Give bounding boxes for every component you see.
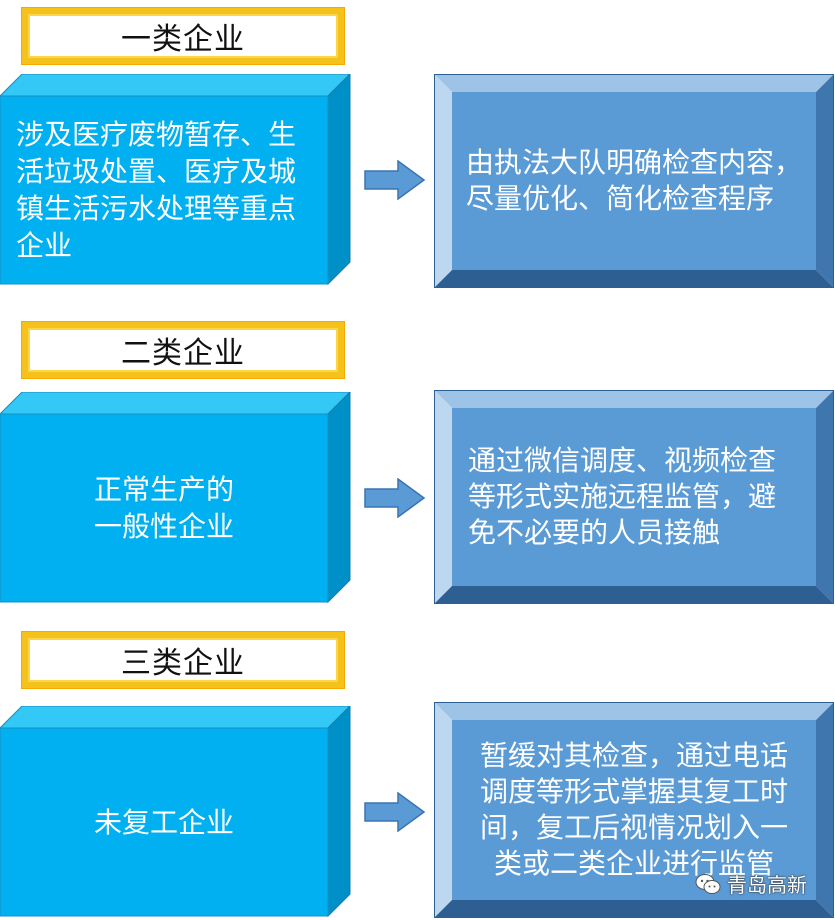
target-text-1: 涉及医疗废物暂存、生 活垃圾处置、医疗及城 镇生活污水处理等重点 企业 — [16, 102, 322, 278]
bevel-shape-3 — [434, 702, 834, 918]
target-line: 正常生产的 — [93, 473, 234, 506]
watermark-text: 青岛高新 — [727, 873, 807, 897]
target-cube-1: 涉及医疗废物暂存、生 活垃圾处置、医疗及城 镇生活污水处理等重点 企业 — [0, 74, 352, 286]
measure-text-2: 通过微信调度、视频检查 等形式实施远程监管，避 免不必要的人员接触 — [468, 416, 818, 578]
measure-line: 通过微信调度、视频检查 — [468, 444, 777, 477]
target-line: 未复工企业 — [93, 805, 234, 839]
measure-line: 调度等形式掌握其复工时 — [479, 775, 788, 808]
bevel-shape-1 — [434, 74, 834, 288]
measure-line: 等形式实施远程监管，避 — [468, 480, 777, 513]
target-line: 镇生活污水处理等重点 — [16, 192, 297, 225]
measure-box-2: 通过微信调度、视频检查 等形式实施远程监管，避 免不必要的人员接触 — [434, 390, 834, 604]
category-label-1: 一类企业 — [121, 22, 245, 57]
category-tab-2: 二类企业 — [22, 322, 344, 378]
target-text-2: 正常生产的 一般性企业 — [0, 420, 328, 596]
cube-shape-3 — [0, 706, 351, 918]
category-tab-3: 三类企业 — [22, 632, 344, 688]
measure-line: 间，复工后视情况划入一 — [479, 811, 788, 844]
watermark: 青岛高新 — [695, 869, 807, 898]
cube-shape-2 — [0, 392, 351, 604]
measure-line: 由执法大队明确检查内容， — [466, 146, 803, 179]
arrow-right-icon-2 — [364, 478, 426, 518]
measure-line: 暂缓对其检查，通过电话 — [479, 739, 788, 772]
cube-shape-1 — [0, 74, 351, 286]
target-line: 涉及医疗废物暂存、生 — [16, 118, 297, 151]
measure-text-3: 暂缓对其检查，通过电话 调度等形式掌握其复工时 间，复工后视情况划入一 类或二类… — [452, 728, 816, 892]
category-tab-1: 一类企业 — [22, 8, 344, 64]
category-label-3: 三类企业 — [121, 646, 245, 681]
measure-text-1: 由执法大队明确检查内容， 尽量优化、简化检查程序 — [466, 100, 816, 262]
target-line: 企业 — [16, 229, 73, 262]
arrow-right-icon-3 — [364, 792, 426, 832]
bevel-shape-2 — [434, 390, 834, 604]
target-line: 活垃圾处置、医疗及城 — [16, 155, 297, 188]
wechat-icon — [695, 873, 721, 894]
arrow-right-icon-1 — [364, 160, 426, 200]
measure-line: 类或二类企业进行监管 — [493, 847, 774, 880]
measure-line: 免不必要的人员接触 — [468, 516, 721, 549]
target-text-3: 未复工企业 — [0, 734, 328, 910]
measure-line: 尽量优化、简化检查程序 — [466, 182, 775, 215]
target-cube-2: 正常生产的 一般性企业 — [0, 392, 352, 604]
target-cube-3: 未复工企业 — [0, 706, 352, 918]
measure-box-3: 暂缓对其检查，通过电话 调度等形式掌握其复工时 间，复工后视情况划入一 类或二类… — [434, 702, 834, 918]
category-label-2: 二类企业 — [121, 336, 245, 371]
measure-box-1: 由执法大队明确检查内容， 尽量优化、简化检查程序 — [434, 74, 834, 288]
target-line: 一般性企业 — [93, 510, 234, 543]
